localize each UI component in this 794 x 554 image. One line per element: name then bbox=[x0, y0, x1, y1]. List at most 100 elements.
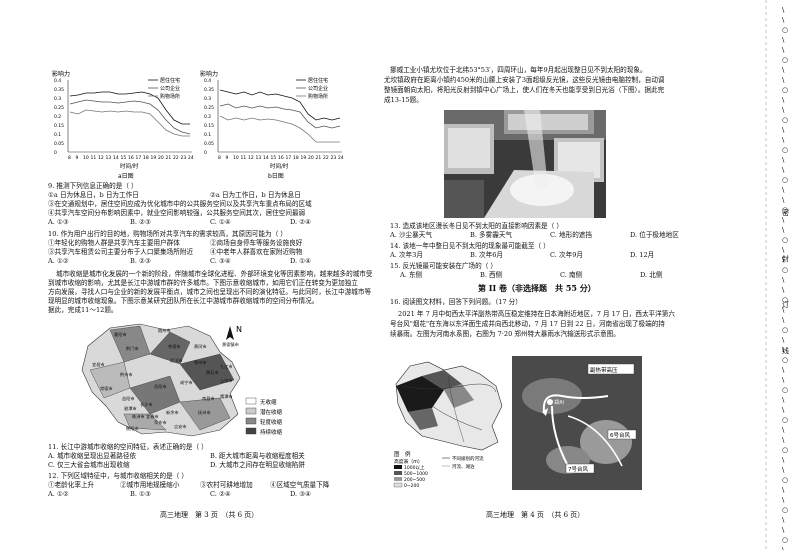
margin-pattern-mark: ○ bbox=[782, 506, 788, 514]
passage-13-line1: 挪威工业小镇尤坎位于北纬53°53′，四周环山，每年9月起出现整日见不到太阳的现… bbox=[390, 66, 647, 74]
chart-a-ytick: 0.15 bbox=[54, 123, 64, 129]
margin-pattern-mark: \ bbox=[782, 16, 785, 24]
map-city-label: 湘潭市 bbox=[124, 405, 137, 412]
chart-a-ytick: 0.2 bbox=[54, 114, 61, 120]
margin-pattern-mark: \ bbox=[782, 486, 785, 494]
q11-stem: 11. 长江中游城市收缩的空间特征，表述正确的是（ ） bbox=[48, 443, 208, 451]
chart-b-ytick: 0.1 bbox=[204, 132, 211, 138]
q14-stem: 14. 该地一年中整日见不到太阳的现象最可能截至（ ） bbox=[390, 242, 550, 250]
q10-option-d[interactable]: D. ①④ bbox=[290, 257, 312, 265]
margin-pattern-mark: \ bbox=[782, 366, 785, 374]
map-city-label: 鄂州市 bbox=[194, 359, 207, 366]
chart-a-caption: a日图 bbox=[118, 173, 134, 180]
henan-legend-3: 0~200 bbox=[404, 483, 419, 489]
margin-pattern-mark: \ bbox=[782, 46, 785, 54]
margin-pattern-mark: \ bbox=[782, 436, 785, 444]
q13-option-a[interactable]: A. 沙尘暴天气 bbox=[390, 231, 432, 239]
q13-option-c[interactable]: C. 地形的遮挡 bbox=[550, 231, 592, 239]
q15-option-a[interactable]: A. 东侧 bbox=[400, 271, 423, 279]
q10-option-a[interactable]: A. ①② bbox=[48, 257, 69, 265]
chart-b-xtick: 11 bbox=[241, 155, 247, 161]
map-city-label: 长沙市 bbox=[140, 401, 153, 408]
q12-item2: ②城市用地规模缩小 bbox=[120, 481, 180, 489]
map-city-label: 黄石市 bbox=[206, 369, 219, 376]
q12-option-a[interactable]: A. ①② bbox=[48, 490, 69, 498]
chart-a-ytick: 0.3 bbox=[54, 96, 61, 102]
chart-a-xtick: 12 bbox=[98, 155, 104, 161]
henan-legend-2: 200~500 bbox=[404, 477, 425, 483]
margin-pattern-mark: ○ bbox=[782, 206, 788, 214]
urban-shrinkage-map: 襄阳市随州市荆门市孝感市黄冈市宜昌市荆州市武汉市鄂州市黄石市咸宁市岳阳市九江市常… bbox=[70, 318, 310, 443]
chart-a-legend-1: 公司企业 bbox=[160, 85, 180, 92]
chart-b-xtick: 8 bbox=[218, 155, 221, 161]
map-city-label: 常德市 bbox=[100, 385, 113, 392]
margin-pattern-mark: ○ bbox=[782, 356, 788, 364]
q9-option-d[interactable]: D. ②④ bbox=[290, 218, 312, 226]
map-city-label: 吉安市 bbox=[174, 423, 187, 430]
map-city-label: 景德镇市 bbox=[222, 341, 239, 348]
q16-stem: 16. 阅读图文材料，回答下列问题。（17 分） bbox=[390, 298, 522, 306]
q9-option-a[interactable]: A. ①③ bbox=[48, 218, 69, 226]
map-city-label: 新余市 bbox=[166, 409, 179, 416]
q12-option-b[interactable]: B. ①③ bbox=[130, 490, 151, 498]
henan-water-system-map-svg: 图 例 高度表（m） 1000以上 500~1000 200~500 0~200… bbox=[393, 361, 503, 489]
passage-11-line4: 现明显的城市收缩现象。下图示意某研究团队所在长江中游城市群收缩城市的空间分布情况… bbox=[48, 297, 319, 305]
chart-a-xtick: 10 bbox=[83, 155, 89, 161]
q9-option-b[interactable]: B. ②③ bbox=[130, 218, 151, 226]
q14-option-b[interactable]: B. 次年6月 bbox=[470, 251, 504, 259]
chart-a-xtick: 18 bbox=[143, 155, 149, 161]
q10-line2b: ④中老年人群喜欢在家附近购物 bbox=[210, 248, 303, 256]
margin-pattern-mark: \ bbox=[782, 126, 785, 134]
margin-pattern-mark: \ bbox=[782, 336, 785, 344]
margin-pattern-mark: \ bbox=[782, 396, 785, 404]
q9-option-c[interactable]: C. ①④ bbox=[210, 218, 231, 226]
map-legend: 无收缩 潜在收缩 轻度收缩 持续收缩 bbox=[245, 397, 283, 436]
q15-option-c[interactable]: C. 南侧 bbox=[560, 271, 583, 279]
q15-option-b[interactable]: B. 西侧 bbox=[480, 271, 503, 279]
q14-option-d[interactable]: D. 12月 bbox=[630, 251, 655, 259]
right-page-footer: 高三地理 第 4 页 （共 6 页） bbox=[486, 511, 585, 519]
map-city-label: 咸宁市 bbox=[180, 379, 193, 386]
q10-option-c[interactable]: C. ③④ bbox=[210, 257, 231, 265]
map-city-label: 随州市 bbox=[158, 327, 171, 334]
henan-legend-rivers: 河流、湖泊 bbox=[452, 463, 475, 470]
passage-13-line3: 整镜面朝向太阳，将阳光反射到镇中心广场上，使人们在冬天也能享受到日光浴（下图）。… bbox=[384, 86, 665, 94]
chart-b-ytick: 0.4 bbox=[204, 78, 211, 84]
q16-text-line1: 2021 年 7 月中旬西太平洋副热带高压稳定维持在日本海附近地区，7 月 17… bbox=[398, 310, 675, 318]
q11-option-c[interactable]: C. 仅三大省会城市出现收缩 bbox=[48, 461, 130, 469]
chart-b-xtick: 9 bbox=[226, 155, 229, 161]
label-subtropical-high: 副热带高压 bbox=[590, 366, 618, 374]
q11-option-b[interactable]: B. 距大城市距离与收缩程度相关 bbox=[210, 452, 305, 460]
chart-a-ylabel: 影响力 bbox=[52, 70, 70, 78]
margin-pattern-mark: \ bbox=[782, 186, 785, 194]
q14-option-c[interactable]: C. 次年9月 bbox=[550, 251, 583, 259]
q13-option-b[interactable]: B. 多雾霾天气 bbox=[470, 231, 513, 239]
map-city-label: 九江市 bbox=[220, 363, 233, 370]
margin-pattern-mark: \ bbox=[782, 316, 785, 324]
q10-line1a: ①年轻化的购物人群是共享汽车主要用户群体 bbox=[48, 239, 180, 247]
margin-pattern-mark: \ bbox=[782, 516, 785, 524]
q11-option-d[interactable]: D. 大城市之间存在明显收缩陷阱 bbox=[210, 461, 305, 469]
map-city-label: 宜春市 bbox=[146, 413, 159, 420]
q15-option-d[interactable]: D. 北侧 bbox=[640, 271, 663, 279]
chart-b-xtick: 21 bbox=[316, 155, 322, 161]
binding-margin: \\○\\○\\○\\○\\○\\○\\○\\○\\○\\○\\○\\○\\○\… bbox=[758, 0, 794, 554]
henan-map-legend: 图 例 高度表（m） 1000以上 500~1000 200~500 0~200… bbox=[393, 450, 484, 489]
margin-pattern-mark: ○ bbox=[782, 236, 788, 244]
map-city-label: 上饶市 bbox=[220, 377, 233, 384]
q13-option-d[interactable]: D. 位于极地地区 bbox=[630, 231, 679, 239]
q12-option-d[interactable]: D. ③④ bbox=[290, 490, 312, 498]
map-city-label: 株洲市 bbox=[132, 413, 145, 420]
chart-b-xtick: 12 bbox=[248, 155, 254, 161]
q14-option-a[interactable]: A. 次年3月 bbox=[390, 251, 423, 259]
chart-b-xtick: 17 bbox=[286, 155, 292, 161]
margin-pattern-mark: \ bbox=[782, 166, 785, 174]
q12-option-c[interactable]: C. ②④ bbox=[210, 490, 231, 498]
chart-b-legend-0: 居住住宅 bbox=[308, 77, 328, 84]
map-city-label: 黄冈市 bbox=[194, 343, 207, 350]
map-legend-0: 无收缩 bbox=[260, 398, 277, 406]
q11-option-a[interactable]: A. 城市收缩呈现出显著路径依 bbox=[48, 452, 137, 460]
q10-option-b[interactable]: B. ②③ bbox=[130, 257, 151, 265]
q15-stem: 15. 反光镜最可能安装在广场的（ ） bbox=[390, 262, 497, 270]
chart-a-xtick: 21 bbox=[166, 155, 172, 161]
